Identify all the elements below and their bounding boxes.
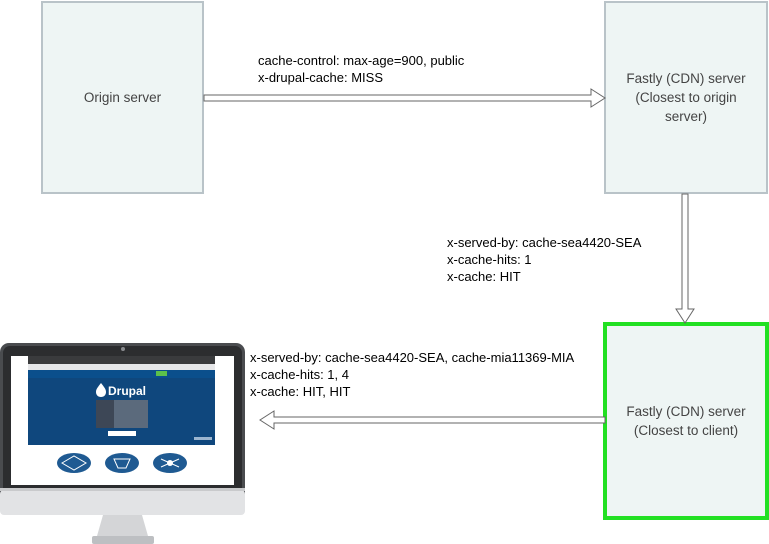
drupal-drop-icon: [96, 383, 106, 397]
monitor-icon: Drupal: [0, 343, 245, 544]
header-line: x-drupal-cache: MISS: [258, 70, 383, 85]
origin-server-node: Origin server: [41, 1, 204, 194]
arrow-cdn-to-cdn: [675, 193, 695, 324]
header-line: cache-control: max-age=900, public: [258, 53, 465, 68]
cdn-client-node: Fastly (CDN) server (Closest to client): [603, 322, 769, 520]
cdn-to-cdn-headers: x-served-by: cache-sea4420-SEA x-cache-h…: [447, 234, 641, 285]
header-line: x-served-by: cache-sea4420-SEA: [447, 235, 642, 250]
arrow-origin-to-cdn: [203, 88, 606, 108]
header-line: x-cache-hits: 1: [447, 252, 532, 267]
screen-brand-text: Drupal: [108, 384, 146, 398]
header-line: x-served-by: cache-sea4420-SEA, cache-mi…: [250, 350, 575, 365]
cdn-to-client-headers: x-served-by: cache-sea4420-SEA, cache-mi…: [250, 349, 574, 400]
header-line: x-cache: HIT: [447, 269, 521, 284]
cdn-origin-node: Fastly (CDN) server (Closest to origin s…: [604, 1, 768, 194]
origin-to-cdn-headers: cache-control: max-age=900, public x-dru…: [258, 52, 464, 86]
cdn-origin-label: Fastly (CDN) server (Closest to origin s…: [626, 71, 746, 124]
cdn-client-label: Fastly (CDN) server (Closest to client): [626, 404, 746, 438]
header-line: x-cache-hits: 1, 4: [250, 367, 349, 382]
header-line: x-cache: HIT, HIT: [250, 384, 351, 399]
arrow-cdn-to-client: [259, 410, 606, 430]
origin-server-label: Origin server: [83, 90, 162, 105]
